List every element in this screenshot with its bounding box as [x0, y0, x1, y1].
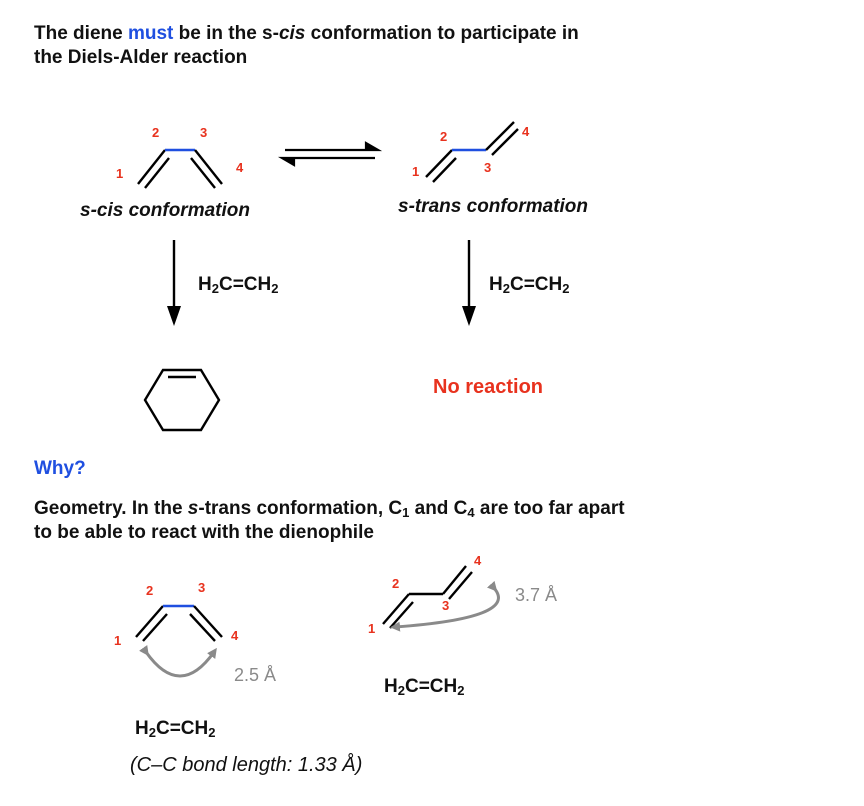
geometry-s: s [187, 498, 199, 519]
distance-label-trans: 3.7 Å [515, 585, 558, 605]
heading-text-2: be in the s- [173, 23, 279, 44]
strans-bottom-num-2: 2 [392, 576, 400, 591]
geometry-line-1: Geometry. In the s-trans conformation, C… [34, 497, 625, 524]
strans-top-num-1: 1 [412, 164, 420, 179]
strans-top-num-4: 4 [522, 124, 530, 139]
s-cis-diene-bottom [135, 604, 223, 642]
strans-label: s-trans conformation [398, 196, 589, 217]
scis-top-num-3: 3 [200, 125, 208, 140]
heading-line-1: The diene must be in the s-cis conformat… [34, 22, 579, 45]
reagent-h: H [384, 676, 398, 697]
reagent-sub-b: 2 [271, 281, 279, 296]
heading-line-2: the Diels-Alder reaction [34, 47, 248, 68]
reagent-top-right: H2C=CH2 [489, 274, 569, 296]
reaction-arrow-right [462, 240, 476, 326]
reagent-sub-b: 2 [457, 683, 465, 698]
distance-arrow-cis [139, 645, 217, 678]
geometry-line-2: to be able to react with the dienophile [34, 522, 374, 543]
scis-bottom-num-4: 4 [231, 628, 239, 643]
reagent-top-left: H2C=CH2 [198, 274, 278, 296]
reagent-h: H [489, 274, 503, 295]
geometry-text-b: -trans conformation, C [198, 498, 403, 519]
geometry-c1-sub: 1 [402, 505, 410, 520]
scis-bottom-num-1: 1 [114, 633, 122, 648]
reagent-sub-b: 2 [562, 281, 570, 296]
distance-label-cis: 2.5 Å [234, 665, 277, 685]
equilibrium-arrows [277, 141, 383, 167]
geometry-text-c: and C [409, 498, 468, 519]
reagent-mid: C=CH [218, 274, 272, 295]
geometry-text-d: are too far apart [474, 498, 625, 519]
strans-top-num-3: 3 [484, 160, 492, 175]
reagent-sub-b: 2 [208, 725, 216, 740]
heading-text-1: The diene [34, 23, 128, 44]
strans-bottom-num-1: 1 [368, 621, 376, 636]
why-label: Why? [34, 458, 86, 479]
scis-bottom-num-2: 2 [146, 583, 154, 598]
heading-cis: cis [278, 23, 306, 44]
scis-bottom-num-3: 3 [198, 580, 206, 595]
strans-top-num-2: 2 [440, 129, 448, 144]
reagent-mid: C=CH [404, 676, 458, 697]
heading-text-3: conformation to participate in [305, 23, 579, 44]
reagent-bottom-right: H2C=CH2 [384, 676, 464, 698]
reagent-sub-a: 2 [502, 281, 510, 296]
reagent-mid: C=CH [155, 718, 209, 739]
reagent-bottom-left: H2C=CH2 [135, 718, 215, 740]
reagent-mid: C=CH [509, 274, 563, 295]
s-cis-diene-top [137, 148, 223, 189]
s-trans-diene-top [425, 121, 519, 183]
reagent-h: H [198, 274, 212, 295]
geometry-text-a: Geometry. In the [34, 498, 188, 519]
heading-emphasis: must [127, 23, 174, 44]
geometry-c4-sub: 4 [467, 505, 475, 520]
reagent-sub-a: 2 [397, 683, 405, 698]
bond-length-note: (C–C bond length: 1.33 Å) [130, 754, 363, 776]
scis-top-num-1: 1 [116, 166, 124, 181]
scis-label: s-cis conformation [80, 200, 250, 221]
reagent-h: H [135, 718, 149, 739]
reagent-sub-a: 2 [148, 725, 156, 740]
strans-bottom-num-3: 3 [442, 598, 450, 613]
strans-bottom-num-4: 4 [474, 553, 482, 568]
reaction-arrow-left [167, 240, 181, 326]
no-reaction-label: No reaction [433, 376, 544, 398]
scis-top-num-2: 2 [152, 125, 160, 140]
scis-top-num-4: 4 [236, 160, 244, 175]
reagent-sub-a: 2 [211, 281, 219, 296]
cyclohexene-product [143, 368, 221, 432]
distance-arrow-trans [390, 580, 500, 632]
